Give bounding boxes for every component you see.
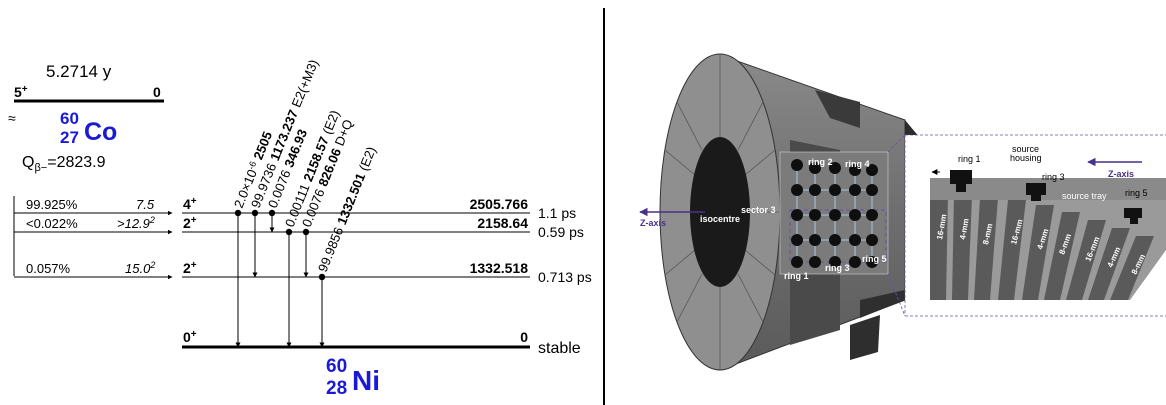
ring3-label: ring 3 (825, 263, 850, 273)
detector-illustration: Z-axis isocentre sector 3 ring 2 ring 4 … (639, 53, 1166, 371)
isocentre-label: isocentre (700, 214, 740, 224)
collimator-size: 16-mm (935, 213, 948, 240)
inset-ring1-label: ring 1 (958, 154, 981, 164)
level-lifetime: 1.1 ps (538, 205, 576, 221)
level-2505: 99.925% 7.5 4+ 2505.766 1.1 ps (14, 196, 576, 221)
collimator-slats (930, 195, 1154, 300)
collimator-size: 4-mm (958, 218, 971, 241)
level-spin: 2+ (183, 215, 197, 231)
zoom-connector (887, 273, 906, 317)
q-value: Qβ−=2823.9 (22, 154, 106, 174)
daughter-mass-number: 60 (326, 356, 347, 377)
level-energy: 2505.766 (470, 196, 529, 212)
level-spin: 4+ (183, 196, 197, 212)
level-spin: 0+ (183, 329, 197, 345)
parent-atomic-number: 27 (60, 128, 79, 147)
collimator-size: 8-mm (981, 223, 994, 246)
beta-branch: <0.022% (26, 216, 78, 231)
level-ground: 0+ 0 stable (182, 329, 581, 357)
gamma-origin-dot (318, 273, 326, 281)
z-axis-right-label: Z-axis (1108, 169, 1134, 179)
decay-scheme: 5.2714 y 5+ 0 ≈ 60 27 Co Qβ−=2823.9 99.9… (8, 57, 592, 399)
gamma-transitions: 2.0×10-62505 99.97361173.237E2(+M3) 0.00… (231, 57, 379, 348)
source-holes (791, 159, 878, 268)
ring5-label: ring 5 (862, 254, 887, 264)
gamma-origin-dot (251, 209, 259, 217)
bore (690, 137, 750, 287)
level-spin: 2+ (183, 260, 197, 276)
daughter-symbol: Ni (352, 365, 380, 396)
log-ft: >12.92 (117, 215, 155, 231)
z-axis-left-label: Z-axis (640, 218, 666, 228)
parent-symbol: Co (84, 118, 117, 146)
level-energy: 1332.518 (470, 260, 529, 276)
cone-stripe (860, 290, 905, 318)
cone-stripe (850, 315, 880, 360)
cone-stripe (815, 90, 860, 128)
beta-branch: 99.925% (26, 197, 78, 212)
log-ft: 15.02 (125, 260, 155, 276)
ring2-label: ring 2 (808, 157, 833, 167)
level-lifetime: stable (538, 340, 581, 357)
parent-half-life: 5.2714 y (46, 62, 112, 81)
inset-detail: 16-mm 4-mm 8-mm 16-mm 4-mm 8-mm 16-mm 4-… (904, 134, 1166, 317)
level-lifetime: 0.713 ps (538, 269, 592, 285)
break-mark: ≈ (8, 110, 16, 126)
gamma-2505: 2.0×10-62505 (231, 129, 275, 348)
gamma-origin-dot (285, 228, 293, 236)
log-ft: 7.5 (136, 197, 155, 212)
level-energy: 0 (520, 329, 528, 345)
level-1332: 0.057% 15.02 2+ 1332.518 0.713 ps (14, 260, 592, 285)
inset-ring5-label: ring 5 (1125, 188, 1148, 198)
ring4-label: ring 4 (845, 159, 870, 169)
zoom-connector (887, 134, 906, 153)
inset-ring3-label: ring 3 (1042, 172, 1065, 182)
daughter-atomic-number: 28 (326, 378, 347, 399)
gamma-origin-dot (268, 209, 276, 217)
front-face-spokes (660, 54, 780, 370)
ring1-label: ring 1 (784, 271, 809, 281)
source-tray-label: source tray (1062, 191, 1107, 201)
gamma-origin-dot (302, 228, 310, 236)
sector-label: sector 3 (741, 205, 776, 215)
parent-mass-number: 60 (60, 109, 79, 128)
gamma-origin-dot (234, 209, 242, 217)
source-housing (950, 170, 1142, 224)
level-energy: 2158.64 (477, 215, 528, 231)
level-lifetime: 0.59 ps (538, 224, 584, 240)
parent-level-energy: 0 (153, 84, 161, 100)
beta-branch: 0.057% (26, 261, 71, 276)
level-2158: <0.022% >12.92 2+ 2158.64 0.59 ps (14, 215, 584, 240)
source-tray (930, 178, 1166, 200)
parent-spin: 5+ (14, 84, 28, 100)
